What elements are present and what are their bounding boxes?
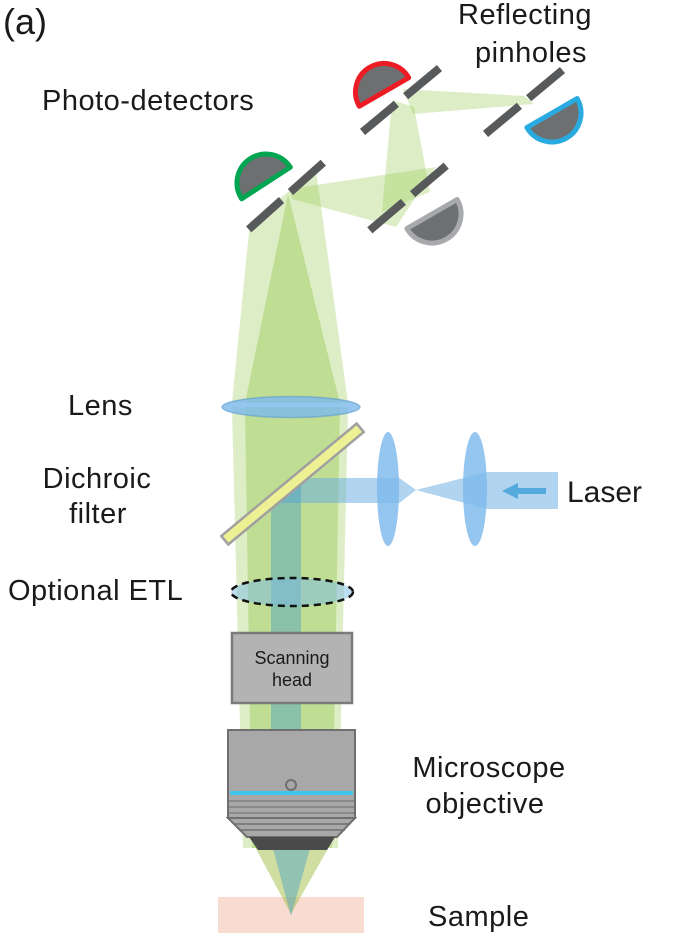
dichroic-filter-group xyxy=(219,421,366,547)
detection-beam-upper-outer xyxy=(232,170,348,403)
pinhole-mirror-4-right xyxy=(410,162,449,198)
microscope-objective-group xyxy=(225,729,358,850)
photo-detector-blue-group xyxy=(524,96,584,145)
laser-arrow-head xyxy=(502,483,518,499)
photo-detector-blue xyxy=(524,96,584,145)
optional-etl-label: Optional ETL xyxy=(8,575,183,607)
laser-label: Laser xyxy=(567,476,642,509)
objective-taper xyxy=(225,817,358,838)
beam-mirror3-to-mirror4 xyxy=(290,167,436,227)
dichroic-filter xyxy=(219,421,366,547)
pinhole-mirror-3-left xyxy=(246,197,285,233)
photo-detector-red xyxy=(353,61,412,109)
reflecting-pinholes-label-line2: pinholes xyxy=(475,37,587,69)
pinhole-mirror-1 xyxy=(359,64,443,136)
microscope-objective-label-line2: objective xyxy=(426,788,545,820)
pinhole-mirror-1-right xyxy=(403,64,443,100)
beam-mirror2-to-mirror1 xyxy=(403,89,534,114)
objective-cyan-stripe xyxy=(230,791,353,795)
objective-tip xyxy=(249,837,335,850)
scanning-head-label-line2: head xyxy=(272,670,312,690)
photo-detector-gray-group xyxy=(404,197,464,246)
photo-detector-red-group xyxy=(353,61,412,109)
photo-detectors-label: Photo-detectors xyxy=(42,85,254,117)
laser-lens-left xyxy=(377,432,399,546)
focus-cone-inner xyxy=(272,845,311,916)
pinhole-mirror-3-right xyxy=(287,159,326,195)
pinhole-mirror-2 xyxy=(482,66,566,138)
pinhole-mirror-3 xyxy=(246,159,326,233)
laser-arrow-shaft xyxy=(517,488,546,494)
reflecting-pinholes-label-line1: Reflecting xyxy=(458,0,592,31)
objective-window xyxy=(285,779,297,791)
photo-detector-green xyxy=(234,151,293,202)
optional-etl-lens xyxy=(229,576,355,608)
pinhole-mirror-4-left xyxy=(367,198,406,234)
microscope-objective-label-line1: Microscope xyxy=(412,752,565,784)
dichroic-filter-label-line1: Dichroic xyxy=(43,463,152,495)
pinhole-mirror-4 xyxy=(367,162,449,234)
detection-lens xyxy=(221,395,361,419)
pinhole-mirror-2-left xyxy=(482,102,522,138)
laser-lens-right xyxy=(463,432,487,546)
photo-detector-gray xyxy=(404,197,464,246)
dichroic-filter-label-line2: filter xyxy=(69,498,127,530)
figure-label: (a) xyxy=(3,1,47,42)
sample-label: Sample xyxy=(428,901,529,933)
scanning-head-label-line1: Scanning xyxy=(254,648,329,668)
photo-detector-green-group xyxy=(234,151,293,202)
lens-label: Lens xyxy=(68,390,133,422)
scanning-head-box xyxy=(230,631,354,705)
beam-mirror4-to-mirror1 xyxy=(382,100,430,212)
objective-body xyxy=(227,729,356,819)
laser-diverging-beam xyxy=(398,477,416,504)
detection-beam-upper-inner xyxy=(245,194,340,403)
pinhole-mirror-2-right xyxy=(526,66,566,102)
pinhole-mirror-1-left xyxy=(359,100,399,136)
focus-cone-outer xyxy=(254,845,330,914)
